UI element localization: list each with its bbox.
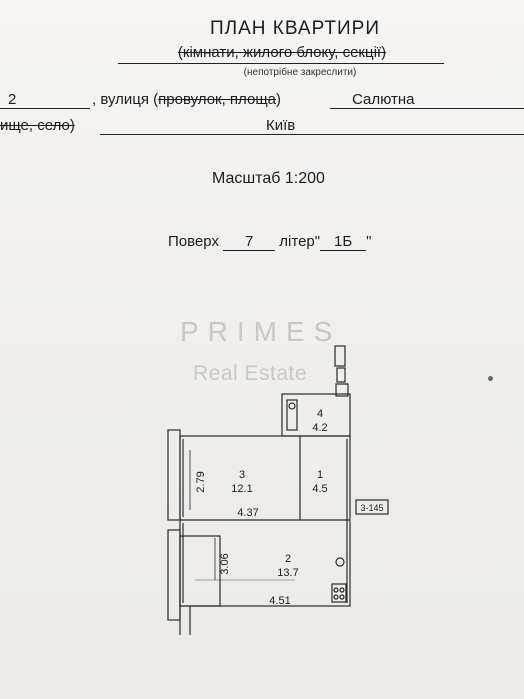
strike-note: (непотрібне закреслити): [243, 67, 357, 78]
room-3-area: 12.1: [231, 483, 252, 495]
room-2-area: 13.7: [277, 567, 298, 579]
street-underline: [330, 108, 524, 109]
city-name: Київ: [266, 117, 296, 134]
floor-value: 7: [223, 233, 276, 251]
room-3-number: 3: [239, 469, 245, 481]
liter-open-quote: ": [314, 233, 321, 250]
liter-label: літер: [279, 233, 315, 250]
document-title: ПЛАН КВАРТИРИ: [210, 18, 380, 39]
dim-room3-width: 4.37: [237, 507, 258, 519]
liter-close-quote: ": [366, 233, 372, 250]
street-close: ): [276, 91, 282, 108]
room-1-area: 4.5: [312, 483, 327, 495]
watermark-logo: PRIMES: [180, 316, 342, 347]
room-4-area: 4.2: [312, 422, 327, 434]
paper-dot: [488, 376, 493, 381]
watermark-subtitle: Real Estate: [193, 362, 308, 385]
floor-label: Поверх: [168, 233, 219, 250]
subtitle-underline: [118, 63, 444, 64]
street-name: Салютна: [352, 91, 415, 108]
room-1-number: 1: [317, 469, 323, 481]
address-number-underline: [0, 108, 90, 109]
dim-room2-height: 3.06: [219, 553, 231, 574]
liter-value: 1Б: [320, 233, 367, 251]
settlement-struck: ище, село): [0, 117, 75, 134]
floor-plan-drawing: 4 4.2 3 12.1 1 4.5 2 13.7 2.79 4.37 3.06…: [167, 345, 389, 635]
apartment-outline: [179, 435, 351, 607]
plan-tag: 3-145: [360, 503, 383, 513]
street-struck: провулок, площа: [158, 91, 277, 108]
subtitle-struck-text: (кімнати, жилого блоку, секції): [177, 44, 387, 61]
floor-line: Поверх 7 літер"1Б": [168, 233, 371, 251]
address-number: 2: [8, 91, 17, 108]
room-4-number: 4: [317, 408, 323, 420]
dim-room3-height: 2.79: [195, 471, 207, 492]
dim-room2-width: 4.51: [269, 595, 290, 607]
street-line: , вулиця (провулок, площа): [92, 91, 281, 108]
city-underline: [100, 134, 524, 135]
room-2-number: 2: [285, 553, 291, 565]
street-label: , вулиця (: [92, 91, 159, 108]
document-subtitle: (кімнати, жилого блоку, секції): [112, 44, 452, 61]
scale-label: Масштаб 1:200: [212, 170, 325, 187]
